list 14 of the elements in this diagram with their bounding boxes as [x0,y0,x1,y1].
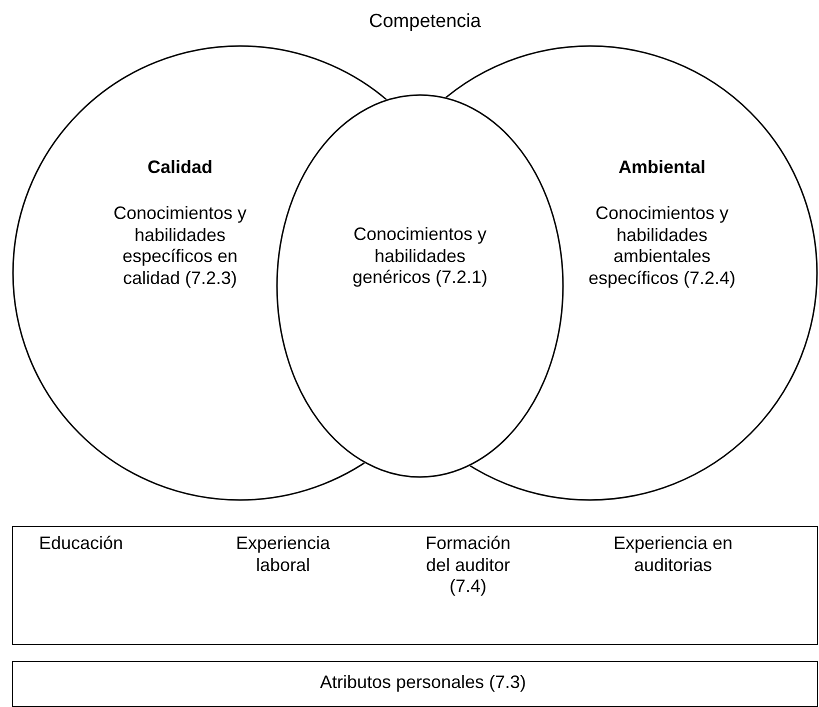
ellipse [276,94,564,478]
body-text: Experiencia en auditorias [612,533,734,576]
heading-text: Ambiental [617,157,706,179]
body-text: Formación del auditor (7.4) [424,533,512,598]
heading-text: Calidad [146,157,214,179]
text-box [12,661,818,707]
body-text: Educación [38,533,124,555]
body-text: Conocimientos y habilidades ambientales específicos (7.2.4) [587,203,737,290]
body-text: Conocimientos y habilidades específicos en calidad (7.2.3) [112,203,248,290]
body-text: Experiencia laboral [234,533,332,576]
diagram-title: Competencia [368,10,482,34]
text-box [12,526,818,645]
body-text: Atributos personales (7.3) [318,672,528,694]
body-text: Conocimientos y habilidades genéricos (7.2.1) [351,224,489,289]
